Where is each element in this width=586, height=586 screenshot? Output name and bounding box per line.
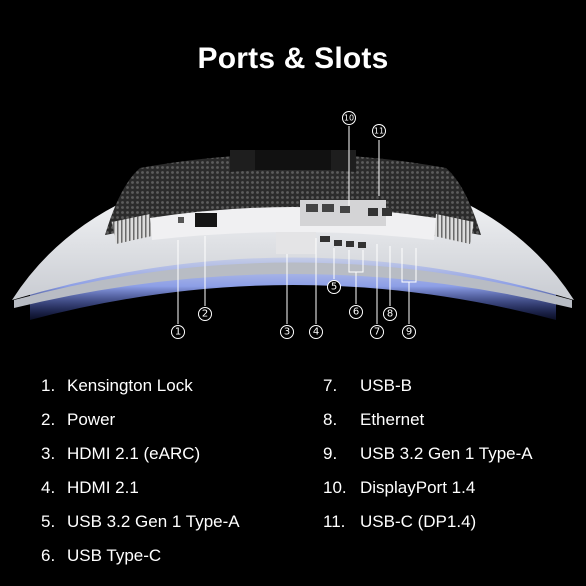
legend-label: USB-B xyxy=(360,376,412,395)
callout-6 xyxy=(349,305,363,319)
legend-label: DisplayPort 1.4 xyxy=(360,478,476,497)
callout-11 xyxy=(372,124,386,138)
legend-number: 1. xyxy=(41,376,56,395)
callout-9-label: 9 xyxy=(406,327,412,338)
legend-right: 7. USB-B 8. Ethernet 9. USB 3.2 Gen 1 Type-… xyxy=(323,373,533,543)
legend-label: USB 3.2 Gen 1 Type-A xyxy=(67,512,240,531)
callout-1-label: 1 xyxy=(175,327,181,338)
legend-left: 1. Kensington Lock 2. Power 3. HDMI 2.1 (eA… xyxy=(41,373,240,577)
callout-6-label: 6 xyxy=(353,307,359,318)
legend-item: 11. USB-C (DP1.4) xyxy=(323,509,533,543)
legend-number: 9. xyxy=(323,444,338,463)
legend-item: 7. USB-B xyxy=(323,373,533,407)
stand-mount xyxy=(276,232,316,254)
legend-item: 3. HDMI 2.1 (eARC) xyxy=(41,441,240,475)
callout-7 xyxy=(370,325,384,339)
legend-number: 6. xyxy=(41,546,56,565)
legend-item: 10. DisplayPort 1.4 xyxy=(323,475,533,509)
callout-8 xyxy=(383,307,397,321)
legend-label: USB Type-C xyxy=(67,546,162,565)
legend-number: 8. xyxy=(323,410,338,429)
legend-item: 8. Ethernet xyxy=(323,407,533,441)
legend-number: 4. xyxy=(41,478,56,497)
page-title: Ports & Slots xyxy=(197,42,389,75)
callout-10 xyxy=(342,111,356,125)
callout-2 xyxy=(198,307,212,321)
callout-5 xyxy=(327,280,341,294)
monitor-rear-illustration: 1 2 3 4 5 6 7 8 9 10 11 xyxy=(12,111,574,339)
callout-4-label: 4 xyxy=(313,327,319,338)
callout-3 xyxy=(280,325,294,339)
callout-5-label: 5 xyxy=(331,282,337,293)
callout-7-label: 7 xyxy=(374,327,380,338)
legend-item: 6. USB Type-C xyxy=(41,543,240,577)
legend-number: 11. xyxy=(323,512,346,531)
callout-9 xyxy=(402,325,416,339)
legend-item: 1. Kensington Lock xyxy=(41,373,240,407)
callout-8-label: 8 xyxy=(387,309,393,320)
legend-item: 9. USB 3.2 Gen 1 Type-A xyxy=(323,441,533,475)
legend-item: 4. HDMI 2.1 xyxy=(41,475,240,509)
callout-4 xyxy=(309,325,323,339)
legend-item: 5. USB 3.2 Gen 1 Type-A xyxy=(41,509,240,543)
legend-label: HDMI 2.1 (eARC) xyxy=(67,444,201,463)
legend-item: 2. Power xyxy=(41,407,240,441)
callout-3-label: 3 xyxy=(284,327,290,338)
callout-10-label: 10 xyxy=(344,114,354,123)
legend-number: 3. xyxy=(41,444,56,463)
callout-11-label: 11 xyxy=(374,127,384,136)
legend-number: 2. xyxy=(41,410,56,429)
callout-1 xyxy=(171,325,185,339)
legend-number: 5. xyxy=(41,512,56,531)
legend-number: 10. xyxy=(323,478,347,497)
legend-label: Kensington Lock xyxy=(67,376,193,395)
legend-label: HDMI 2.1 xyxy=(67,478,139,497)
legend-number: 7. xyxy=(323,376,338,395)
legend-label: Power xyxy=(67,410,116,429)
legend-label: USB 3.2 Gen 1 Type-A xyxy=(360,444,533,463)
legend-label: USB-C (DP1.4) xyxy=(360,512,477,531)
legend-label: Ethernet xyxy=(360,410,425,429)
backlight-glow xyxy=(30,252,556,320)
callout-2-label: 2 xyxy=(202,309,208,320)
